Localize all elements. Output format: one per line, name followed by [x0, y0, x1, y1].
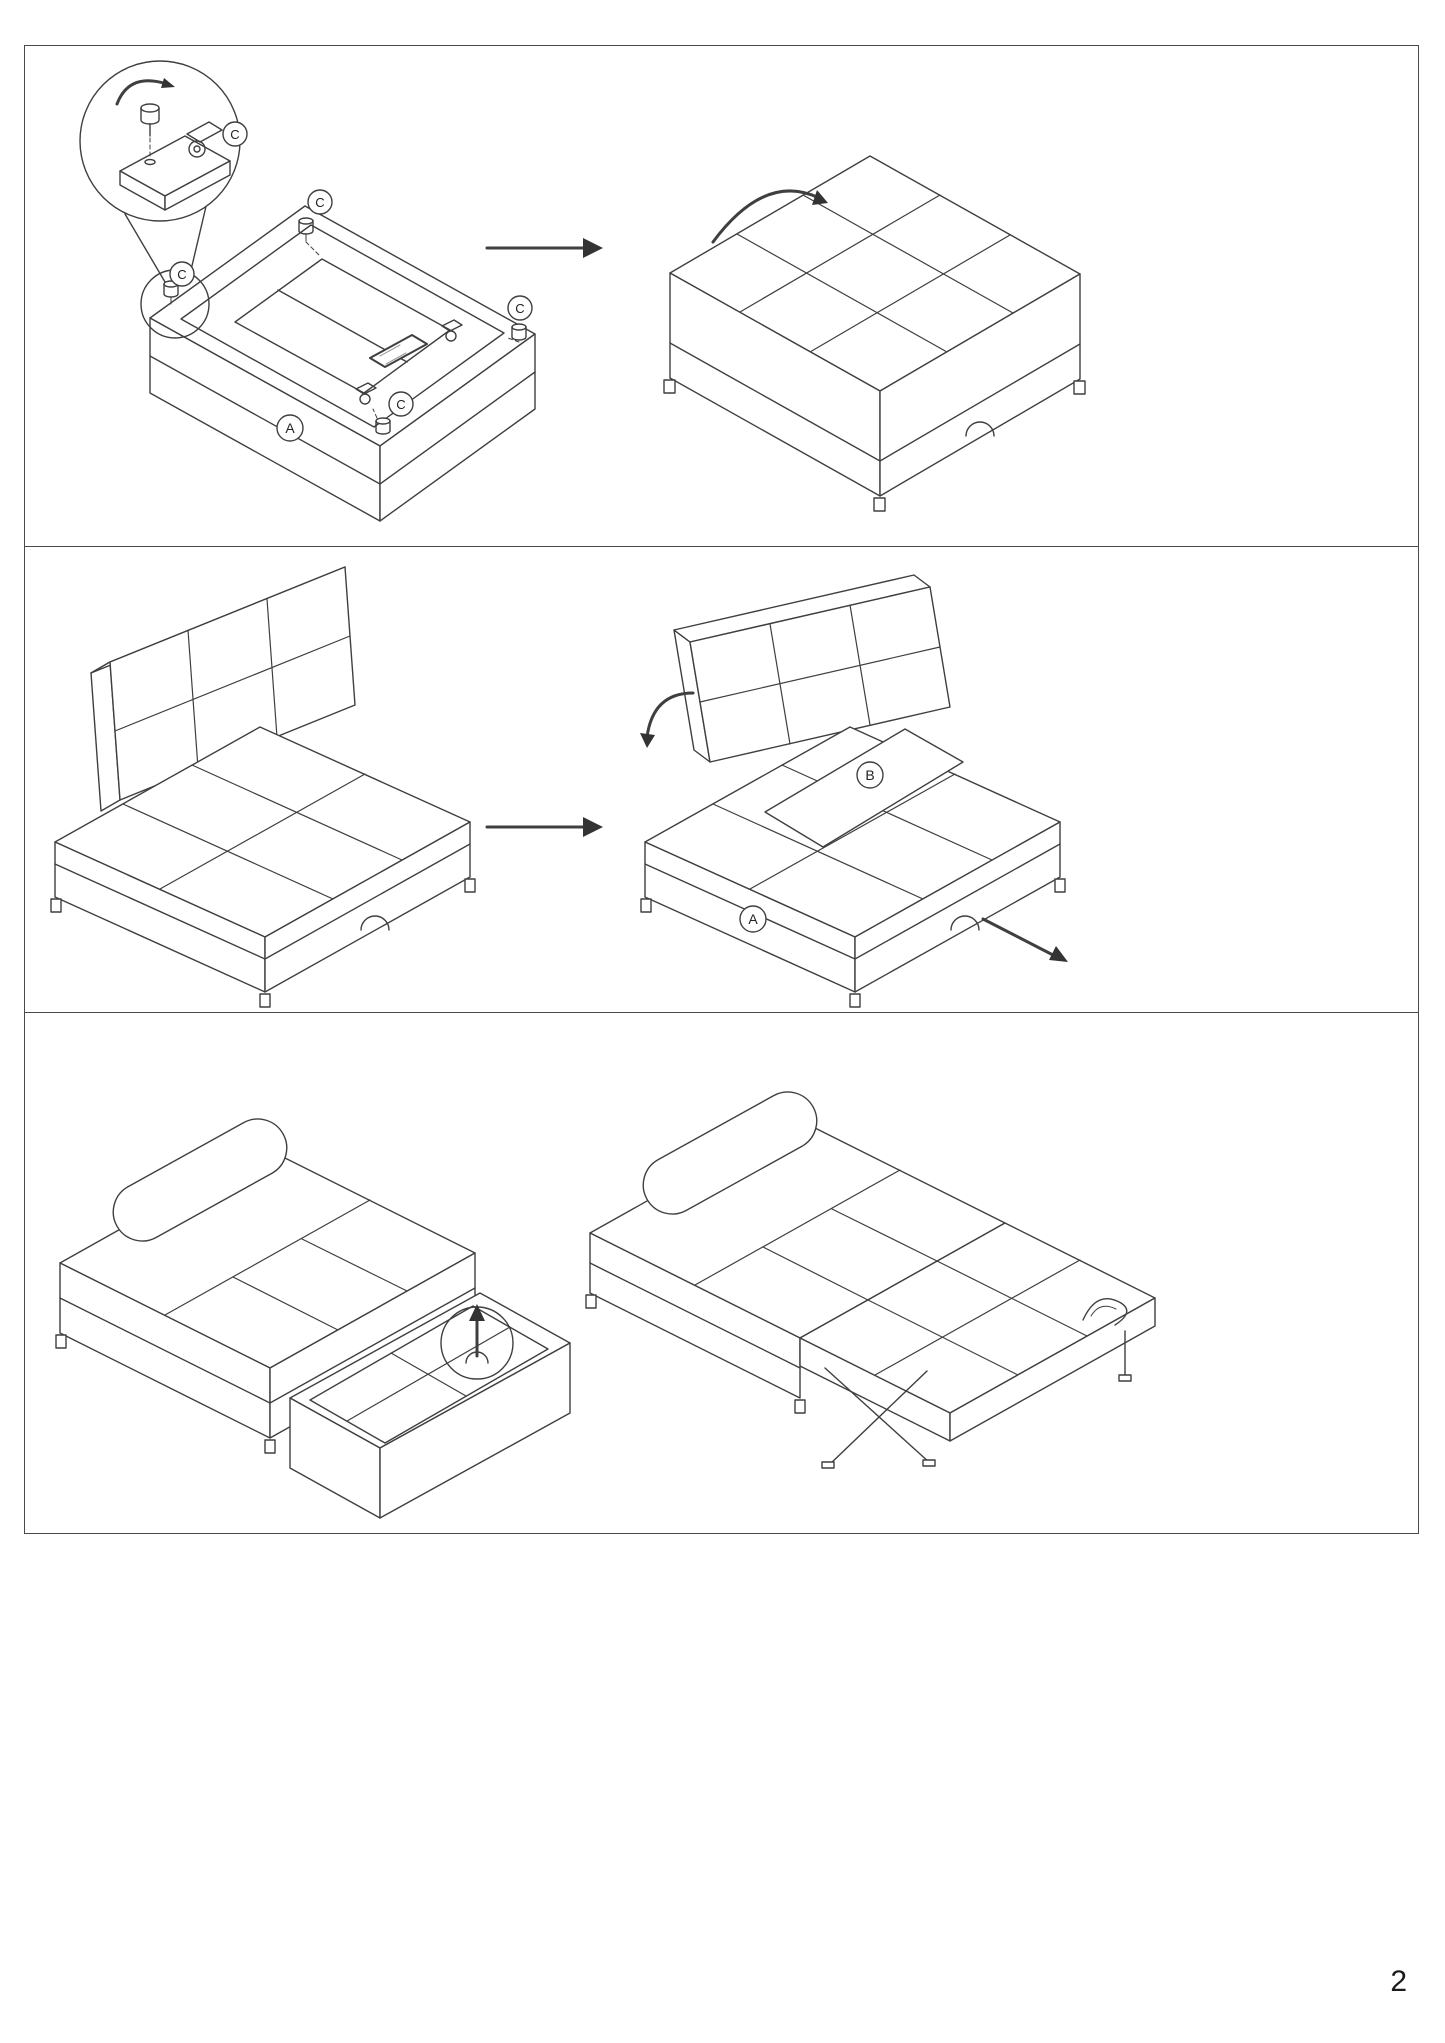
step-panel-3: [24, 1012, 1419, 1534]
pull-arrow: [981, 917, 1068, 962]
callout-c: C: [507, 295, 533, 321]
bed-drawer-pulled: [55, 1118, 571, 1519]
drawer-handle: [950, 915, 980, 931]
lift-detail-circle: [440, 1304, 514, 1380]
bed-fully-extended: [585, 1091, 1156, 1469]
fold-arrow: [640, 691, 695, 748]
callout-a: A: [276, 414, 304, 442]
callout-c: C: [388, 391, 414, 417]
chair-backrest-folding: B A: [640, 574, 1068, 1008]
step-arrow: [485, 238, 603, 258]
instruction-panels: C C C: [24, 45, 1419, 1534]
callout-c: C: [169, 261, 195, 287]
foot-part-icon: [372, 408, 391, 435]
ottoman-flipped-upright: [663, 155, 1086, 512]
step-panel-2: B A: [24, 546, 1419, 1013]
step-arrow: [485, 817, 603, 837]
foot-part-icon: [298, 217, 320, 256]
step3-drawing: [55, 1091, 1156, 1519]
cross-legs: [821, 1330, 1132, 1469]
chair-backrest-upright: [50, 566, 476, 1008]
pulled-drawer: [289, 1292, 571, 1519]
svg-text:A: A: [285, 420, 295, 436]
callout-c: C: [222, 121, 248, 147]
svg-text:C: C: [515, 301, 524, 316]
svg-text:C: C: [315, 195, 324, 210]
foot-part-icon: [507, 323, 527, 343]
strap-handle: [1082, 1298, 1128, 1326]
callout-c: C: [307, 189, 333, 215]
caster-icon: [441, 319, 463, 342]
caster-icon: [355, 382, 377, 405]
step2-drawing: B A: [50, 566, 1068, 1008]
svg-text:C: C: [396, 397, 405, 412]
caster-icon: [186, 121, 223, 158]
pillow: [112, 1118, 288, 1242]
drawer-handle: [360, 915, 390, 931]
page-number: 2: [1390, 1965, 1407, 1998]
pillow: [642, 1091, 818, 1215]
rotate-arrow: [115, 78, 175, 106]
callout-b: B: [856, 761, 884, 789]
svg-text:A: A: [748, 911, 758, 927]
svg-text:C: C: [230, 127, 239, 142]
ottoman-base-upside-down: [149, 205, 536, 522]
back-cushion: [764, 728, 964, 848]
foot-part-icon: [140, 103, 160, 159]
detail-bubble: C: [79, 60, 248, 283]
drawer-handle: [965, 421, 995, 437]
step1-drawing: C C C: [79, 60, 1086, 522]
svg-text:B: B: [865, 767, 874, 783]
callout-a: A: [739, 905, 767, 933]
step-panel-1: C C C: [24, 45, 1419, 547]
warning-label-sticker: [369, 334, 428, 368]
lift-arrow: [469, 1304, 485, 1358]
flip-arrow: [711, 189, 828, 244]
svg-text:C: C: [177, 267, 186, 282]
